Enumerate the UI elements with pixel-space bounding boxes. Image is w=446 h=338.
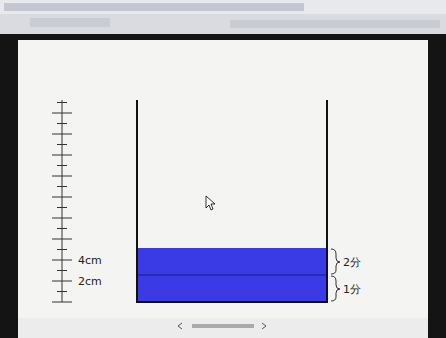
- ruler-tick: [57, 102, 67, 103]
- ruler-tick: [52, 239, 72, 240]
- ruler-tick: [52, 260, 72, 261]
- ruler-tick: [52, 113, 72, 114]
- ruler-tick: [52, 281, 72, 282]
- time-label: 2分: [343, 257, 361, 268]
- ruler-tick: [52, 134, 72, 135]
- ruler-tick: [52, 302, 72, 303]
- ruler-tick: [57, 270, 67, 271]
- time-label: 1分: [343, 284, 361, 295]
- ruler-tick: [52, 155, 72, 156]
- ruler-tick: [57, 207, 67, 208]
- ruler-tick: [57, 165, 67, 166]
- ruler-tick: [57, 228, 67, 229]
- ruler-tick: [57, 291, 67, 292]
- ruler-tick: [57, 249, 67, 250]
- ruler-tick: [52, 176, 72, 177]
- ruler-label: 4cm: [78, 255, 102, 266]
- ruler-tick: [57, 123, 67, 124]
- ruler-tick: [52, 218, 72, 219]
- ruler-label: 2cm: [78, 276, 102, 287]
- ruler-tick: [57, 186, 67, 187]
- ruler-tick: [52, 197, 72, 198]
- ruler-tick: [57, 144, 67, 145]
